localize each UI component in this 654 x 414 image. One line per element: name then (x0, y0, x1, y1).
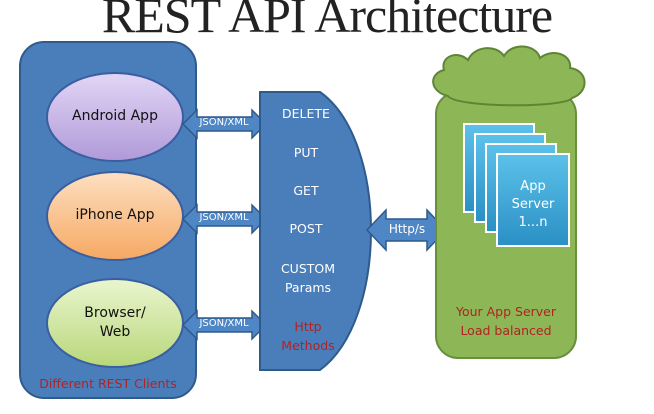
cloud-shape (432, 45, 586, 107)
https-label: Http/s (388, 222, 426, 236)
iphone-app-label: iPhone App (75, 207, 155, 223)
json-xml-label-3: JSON/XML (199, 318, 249, 329)
server-card-4 (496, 153, 570, 247)
clients-caption: Different REST Clients (39, 376, 177, 391)
method-put: PUT (293, 145, 319, 160)
json-xml-label-2: JSON/XML (199, 212, 249, 223)
page-title: REST API Architecture (101, 0, 553, 43)
browser-web-ellipse (46, 278, 184, 368)
json-xml-label-1: JSON/XML (199, 117, 249, 128)
iphone-app-ellipse (46, 171, 184, 261)
android-app-ellipse (46, 72, 184, 162)
method-get: GET (293, 183, 319, 198)
android-app-label: Android App (72, 108, 158, 124)
method-post: POST (289, 221, 323, 236)
http-methods-shape (259, 91, 372, 371)
method-delete: DELETE (282, 106, 330, 121)
browser-web-label: Browser/Web (84, 305, 146, 340)
